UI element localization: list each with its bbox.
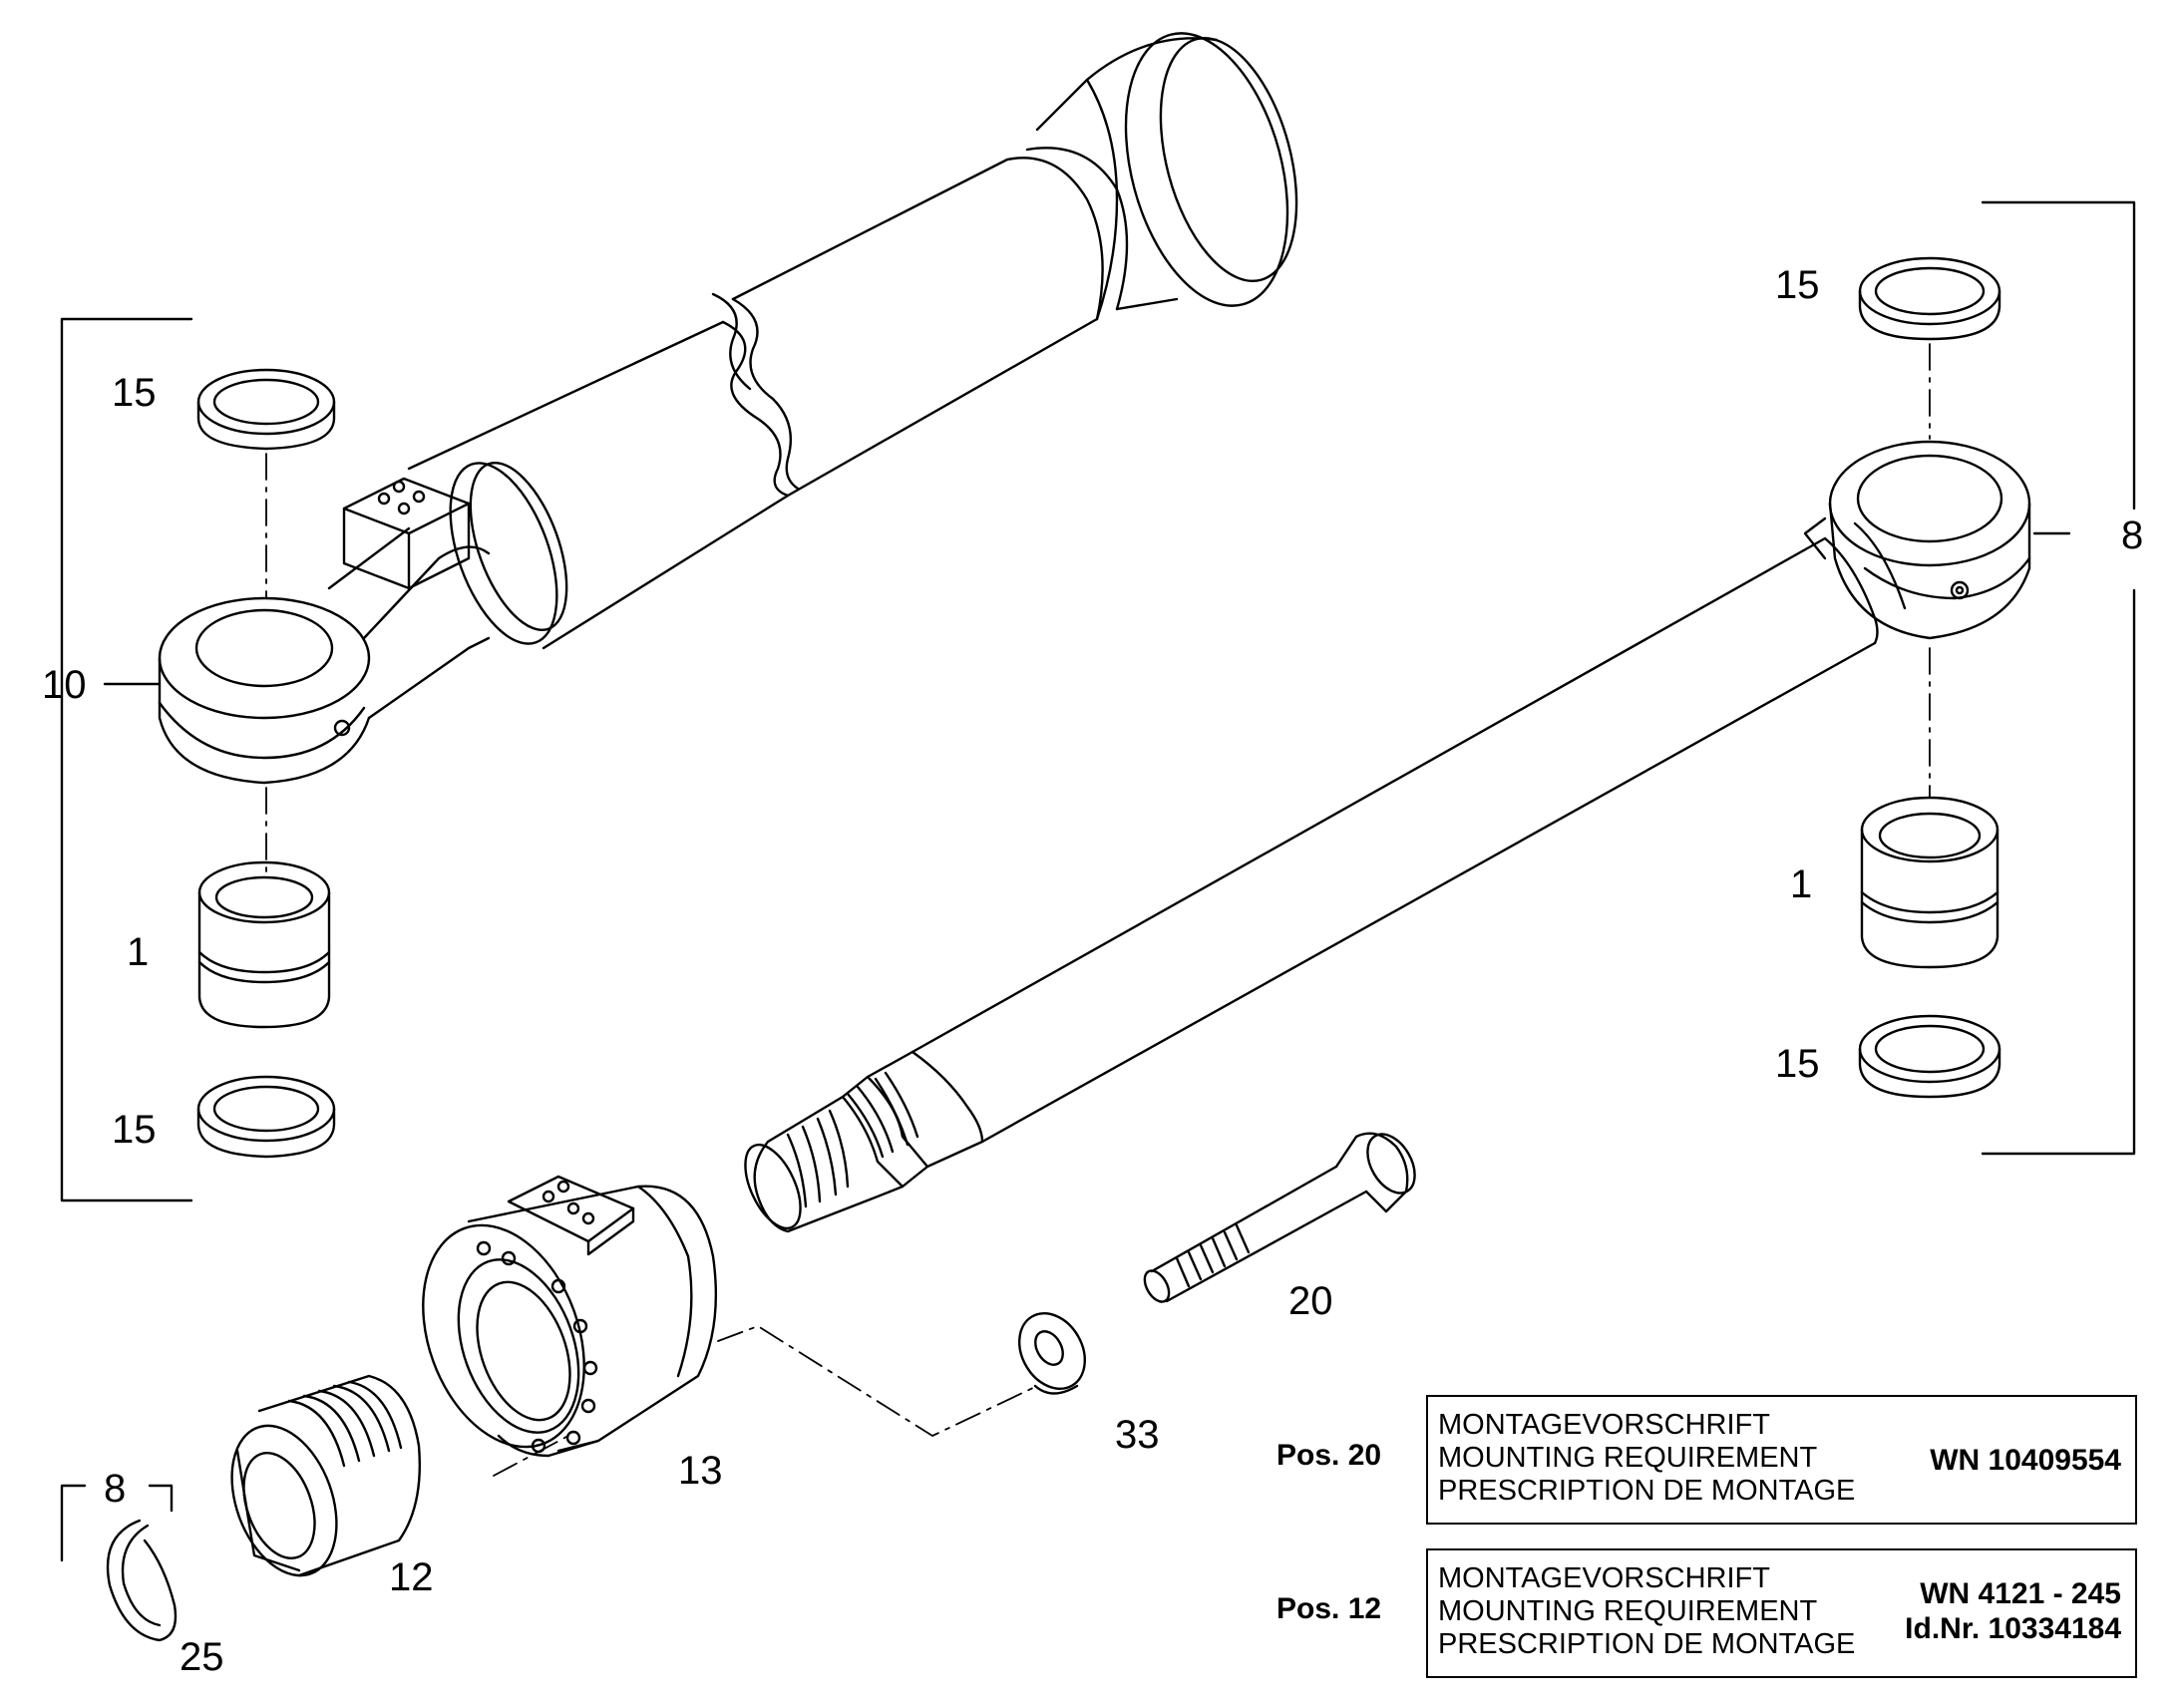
note-2-reference: WN 4121 - 245 Id.Nr. 10334184 <box>1905 1576 2121 1646</box>
cylinder-barrel <box>407 32 1298 650</box>
note-1-line-de: MONTAGEVORSCHRIFT <box>1438 1409 1770 1441</box>
callout-right-eye: 8 <box>2121 513 2143 557</box>
callout-labels: 15 10 1 15 15 8 1 15 20 33 13 12 8 25 <box>42 263 2143 1679</box>
callout-left-seal-bottom: 15 <box>112 1108 157 1152</box>
note-1-line-en: MOUNTING REQUIREMENT <box>1438 1442 1818 1474</box>
rod-end-eye <box>1803 440 2031 640</box>
note-2-line-en: MOUNTING REQUIREMENT <box>1438 1595 1818 1627</box>
callout-left-seal-top: 15 <box>112 371 157 415</box>
note-2-line-de: MONTAGEVORSCHRIFT <box>1438 1562 1770 1594</box>
callout-head: 13 <box>678 1449 723 1493</box>
screw <box>1143 1132 1416 1303</box>
note-2-pos-label: Pos. 12 <box>1276 1592 1382 1625</box>
note-2-ref-wn: WN 4121 - 245 <box>1920 1577 2121 1610</box>
center-lines <box>265 343 1931 1477</box>
callout-left-eye: 10 <box>42 663 87 707</box>
callout-nut: 12 <box>389 1555 434 1599</box>
note-1-reference: WN 10409554 <box>1930 1443 2121 1478</box>
note-2-text: MONTAGEVORSCHRIFT MOUNTING REQUIREMENT P… <box>1438 1562 1855 1661</box>
left-bearing-stack <box>196 368 336 1159</box>
piston-nut <box>230 1374 422 1577</box>
note-1-text: MONTAGEVORSCHRIFT MOUNTING REQUIREMENT P… <box>1438 1409 1855 1508</box>
note-1-pos-label: Pos. 20 <box>1276 1439 1382 1472</box>
note-2-line-fr: PRESCRIPTION DE MONTAGE <box>1438 1628 1856 1660</box>
mounting-note-pos-20: MONTAGEVORSCHRIFT MOUNTING REQUIREMENT P… <box>1426 1395 2137 1525</box>
mounting-note-pos-12: MONTAGEVORSCHRIFT MOUNTING REQUIREMENT P… <box>1426 1548 2137 1678</box>
callout-snap-ring-group: 8 <box>104 1467 126 1511</box>
washer <box>1018 1312 1086 1395</box>
note-1-ref-wn: WN 10409554 <box>1930 1444 2121 1477</box>
callout-right-bushing: 1 <box>1790 862 1812 906</box>
snap-ring <box>106 1519 178 1642</box>
right-bearing-stack <box>1858 256 2001 1099</box>
cylinder-base-eye <box>158 477 491 785</box>
callout-snap-ring: 25 <box>180 1635 224 1679</box>
callout-washer: 33 <box>1115 1413 1160 1457</box>
callout-left-bushing: 1 <box>127 930 149 974</box>
piston-rod <box>744 521 1907 1233</box>
grouping-brackets <box>60 200 2136 1562</box>
note-1-line-fr: PRESCRIPTION DE MONTAGE <box>1438 1475 1856 1507</box>
cylinder-head <box>422 1175 718 1458</box>
note-2-ref-idnr: Id.Nr. 10334184 <box>1905 1612 2121 1645</box>
callout-screw: 20 <box>1288 1279 1333 1323</box>
callout-right-seal-bottom: 15 <box>1775 1042 1820 1086</box>
callout-right-seal-top: 15 <box>1775 263 1820 307</box>
